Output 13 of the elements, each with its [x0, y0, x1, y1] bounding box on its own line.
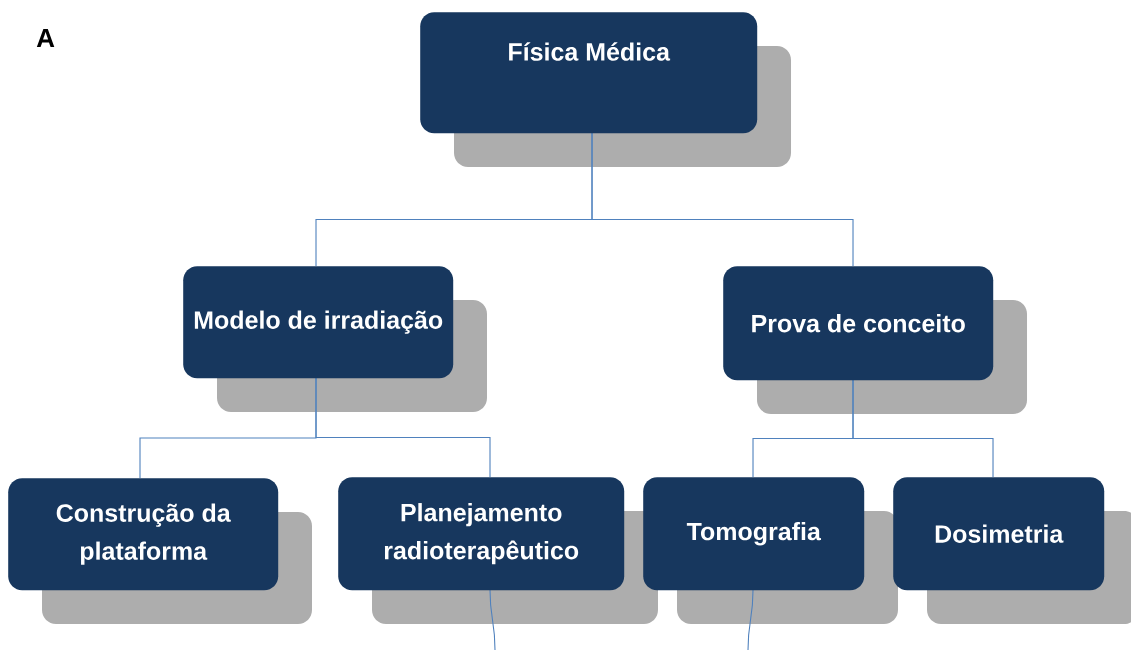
connector-line: [489, 589, 496, 650]
connector-line: [591, 132, 854, 267]
process-box: Dosimetria: [893, 477, 1105, 591]
process-box: Física Médica: [420, 12, 758, 134]
panel-letter: A: [36, 29, 55, 47]
process-box: Modelo de irradiação: [183, 266, 454, 379]
connector-line: [315, 377, 491, 478]
connector-line: [747, 589, 754, 650]
connector-line: [852, 379, 994, 478]
process-box: Prova de conceito: [723, 266, 994, 381]
process-box: Construção da plataforma: [8, 478, 279, 591]
process-box: Tomografia: [643, 477, 865, 591]
process-box: Planejamento radioterapêutico: [338, 477, 625, 591]
